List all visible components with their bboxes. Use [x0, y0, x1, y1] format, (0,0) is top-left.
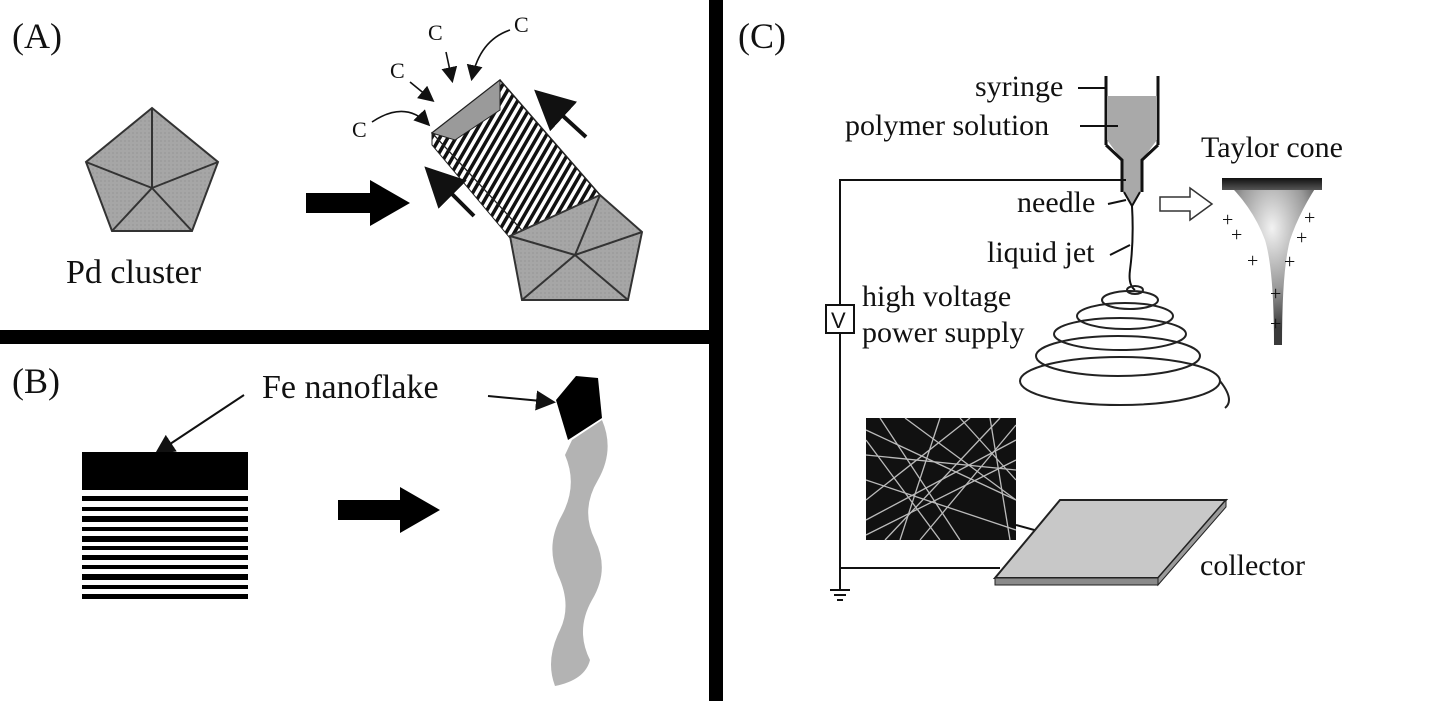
liquid-jet: [1128, 205, 1136, 291]
growth-arrow-lower: [424, 166, 476, 218]
voltage-line-1: high voltage: [862, 280, 1011, 313]
vertical-divider: [709, 0, 723, 701]
panel-c: (C) syringe polymer solution needle liqu…: [738, 16, 1343, 601]
polymer-solution-label: polymer solution: [845, 109, 1049, 142]
jet-leader: [1109, 244, 1131, 256]
panel-b: (B) Fe nanoflake: [12, 361, 608, 686]
carbon-label-2: C: [514, 12, 529, 37]
svg-text:+: +: [1304, 207, 1315, 229]
carbon-label-3: C: [390, 58, 405, 83]
growth-arrow-upper: [534, 89, 588, 139]
taylor-cone-label: Taylor cone: [1201, 131, 1343, 164]
pd-cluster-pentagon: [84, 106, 220, 232]
carbon-arrow-1: [441, 51, 458, 84]
carbon-arrow-4: [371, 109, 431, 127]
taylor-cone-arrow: [1159, 186, 1214, 222]
carbon-label-4: C: [352, 117, 367, 142]
panel-a: (A) Pd cluster C C: [12, 12, 644, 301]
nanofiber-mesh: [865, 417, 1017, 541]
fe-nanoflake: [556, 376, 602, 440]
ground-icon: [830, 589, 850, 601]
pd-cluster-label: Pd cluster: [66, 254, 202, 291]
svg-text:+: +: [1284, 251, 1295, 273]
voltage-symbol: V: [831, 308, 846, 333]
carbon-arrow-3: [409, 81, 435, 103]
fe-nanoflake-label: Fe nanoflake: [262, 369, 439, 406]
needle-leader: [1107, 199, 1127, 205]
svg-text:+: +: [1222, 209, 1233, 231]
fe-fiber: [551, 420, 608, 686]
voltage-line-2: power supply: [862, 316, 1024, 349]
voltage-box: [825, 304, 855, 334]
panel-c-label: (C): [738, 16, 786, 56]
whipping-spiral: [1019, 285, 1230, 409]
svg-text:+: +: [1231, 224, 1242, 246]
svg-text:+: +: [1296, 227, 1307, 249]
syringe: [1104, 76, 1160, 209]
panel-b-arrow: [338, 487, 440, 533]
flake-pointer-left: [154, 394, 245, 455]
pd-cluster-facet: [508, 193, 644, 301]
carbon-arrow-2: [466, 29, 511, 82]
collector-plate: [992, 498, 1229, 587]
layered-stack: [82, 452, 248, 599]
flake-pointer-right: [487, 390, 556, 411]
syringe-label: syringe: [975, 70, 1063, 103]
svg-text:+: +: [1247, 250, 1258, 272]
circuit-wires: [839, 179, 1126, 590]
svg-text:+: +: [1270, 313, 1281, 335]
svg-text:+: +: [1270, 283, 1281, 305]
taylor-cone: + + + + + + + +: [1222, 178, 1322, 345]
panel-a-arrow: [306, 180, 410, 226]
carbon-label-1: C: [428, 20, 443, 45]
liquid-jet-label: liquid jet: [987, 236, 1095, 269]
panel-a-label: (A): [12, 16, 62, 56]
panel-b-label: (B): [12, 361, 60, 401]
collector-label: collector: [1200, 549, 1305, 582]
horizontal-divider: [0, 330, 709, 344]
carbon-nanofiber: [430, 78, 602, 252]
needle-label: needle: [1017, 186, 1095, 219]
